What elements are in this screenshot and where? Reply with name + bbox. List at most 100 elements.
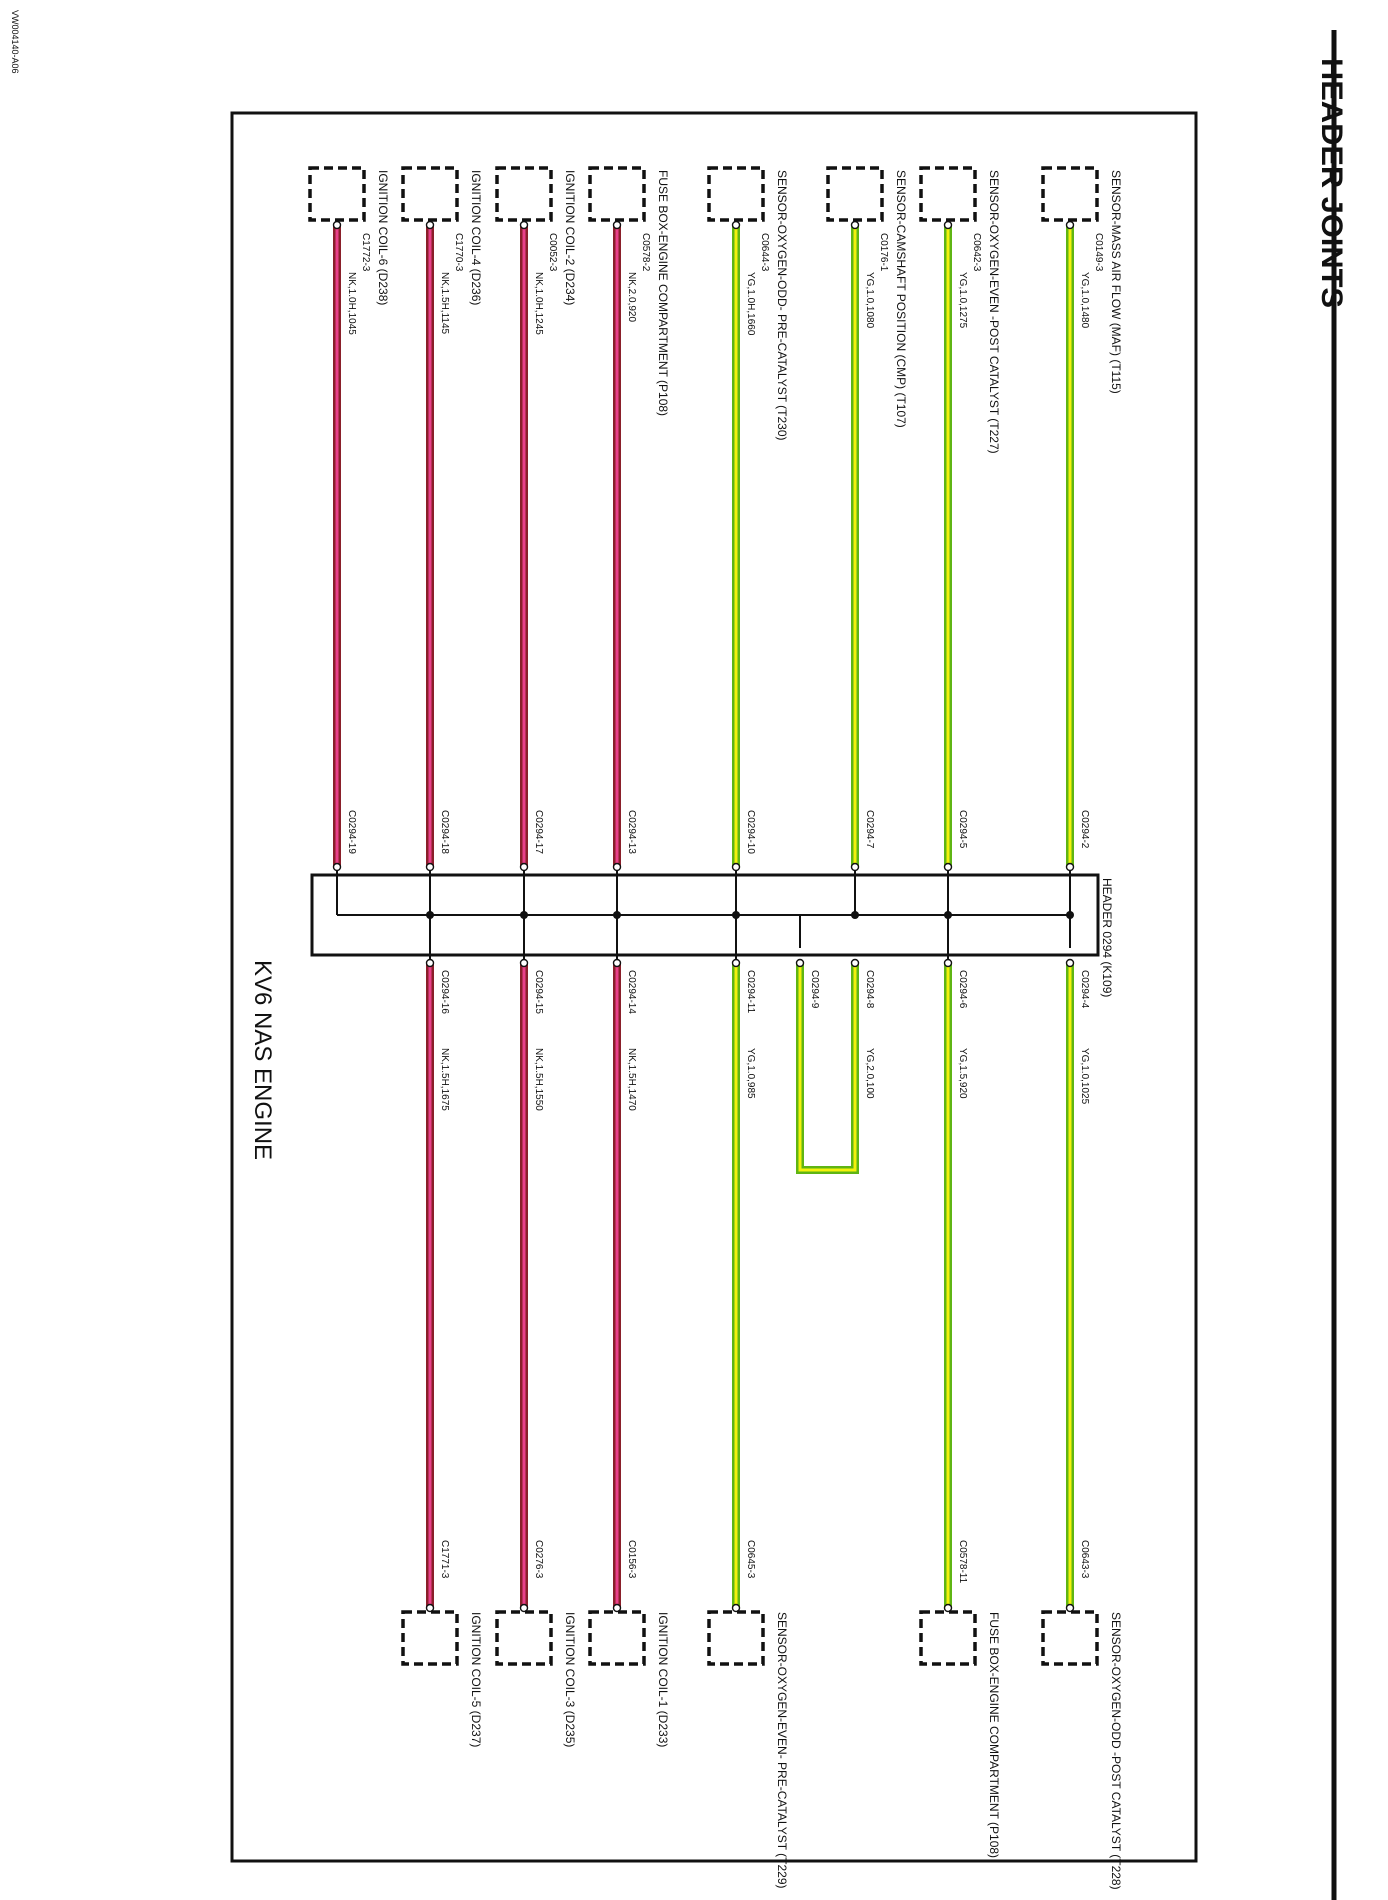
bottom-wire-spec-3-group: NK,1.5H,1470 (626, 1048, 637, 1111)
labels-layer: SENSOR-MASS AIR FLOW (MAF) (T115) C0149-3… (346, 170, 1123, 1890)
top-conn-pin-0 (1065, 220, 1075, 230)
top-connector-name-0-group: SENSOR-MASS AIR FLOW (MAF) (T115) (1109, 170, 1123, 394)
top-wire-spec-3: YG,1.0H,1660 (745, 272, 756, 336)
bottom-header-pin-label-1: C0294-6 (957, 970, 968, 1009)
top-header-pin-label-6-group: C0294-18 (439, 810, 450, 854)
loop-wire-spec-group: YG,2.0,100 (864, 1048, 875, 1099)
top-header-pin-label-5: C0294-17 (533, 810, 544, 854)
loop-pin-a-label-group: C0294-8 (864, 970, 875, 1009)
bottom-connector-name-5: IGNITION COIL-5 (D237) (469, 1612, 483, 1747)
top-header-pin-2 (850, 862, 860, 872)
top-connector-2 (826, 166, 884, 222)
bottom-header-pin-label-5-group: C0294-16 (439, 970, 450, 1014)
bottom-header-pin-0 (1065, 958, 1075, 968)
bottom-connector-name-2-group: SENSOR-OXYGEN-EVEN- PRE-CATALYST (T229) (775, 1612, 789, 1889)
bottom-conn-id-0: C0643-3 (1079, 1540, 1090, 1579)
bottom-wire-spec-5-group: NK,1.5H,1675 (439, 1048, 450, 1111)
top-conn-pin-1 (943, 220, 953, 230)
top-connector-name-3-group: SENSOR-OXYGEN-ODD- PRE-CATALYST (T230) (775, 170, 789, 441)
figure-id-group: VW004140-A06 (10, 10, 20, 74)
top-header-pin-label-4: C0294-13 (626, 810, 637, 854)
bottom-conn-pin-0 (1065, 1603, 1075, 1613)
top-conn-id-0: C0149-3 (1093, 233, 1104, 272)
top-header-pin-6 (425, 862, 435, 872)
top-conn-id-1: C0642-3 (971, 233, 982, 272)
bottom-wire-spec-1: YG,1.5,920 (957, 1048, 968, 1099)
bottom-conn-pin-2 (731, 1603, 741, 1613)
bottom-wire-spec-0: YG,1.0,1025 (1079, 1048, 1090, 1105)
bottom-wire-spec-5: NK,1.5H,1675 (439, 1048, 450, 1111)
top-connector-name-6: IGNITION COIL-4 (D236) (469, 170, 483, 305)
loop-pin-b-label-group: C0294-9 (809, 970, 820, 1009)
top-header-pin-7 (332, 862, 342, 872)
top-conn-id-3: C0644-3 (759, 233, 770, 272)
bottom-conn-id-0-group: C0643-3 (1079, 1540, 1090, 1579)
top-wire-spec-5-group: NK,1.0H,1245 (533, 272, 544, 335)
figure-id: VW004140-A06 (10, 10, 20, 74)
bottom-connector-name-4: IGNITION COIL-3 (D235) (563, 1612, 577, 1747)
loop-pin-b (795, 958, 805, 968)
top-conn-id-5: C0052-3 (547, 233, 558, 272)
top-wire-spec-1: YG,1.0,1275 (957, 272, 968, 329)
bottom-connector-0 (1041, 1610, 1099, 1666)
top-junction-0 (1066, 911, 1074, 919)
bottom-connector-name-3: IGNITION COIL-1 (D233) (656, 1612, 670, 1747)
top-header-pin-label-7: C0294-19 (346, 810, 357, 854)
top-conn-id-2: C0176-1 (878, 233, 889, 272)
bottom-connector-1 (919, 1610, 977, 1666)
bottom-header-pin-label-3-group: C0294-14 (626, 970, 637, 1014)
top-header-pin-label-0-group: C0294-2 (1079, 810, 1090, 849)
bottom-conn-id-1: C0578-11 (957, 1540, 968, 1584)
top-conn-id-3-group: C0644-3 (759, 233, 770, 272)
bottom-conn-pin-4 (519, 1603, 529, 1613)
bottom-conn-pin-3 (612, 1603, 622, 1613)
bottom-wire-spec-4: NK,1.5H,1550 (533, 1048, 544, 1111)
bottom-connector-name-3-group: IGNITION COIL-1 (D233) (656, 1612, 670, 1747)
bottom-wire-spec-2-group: YG,1.0,985 (745, 1048, 756, 1099)
top-header-pin-label-2-group: C0294-7 (864, 810, 875, 849)
top-header-pin-label-1-group: C0294-5 (957, 810, 968, 849)
top-wire-spec-7: NK,1.0H,1045 (346, 272, 357, 335)
bottom-connector-name-0: SENSOR-OXYGEN-ODD -POST CATALYST (T228) (1109, 1612, 1123, 1890)
top-header-pin-0 (1065, 862, 1075, 872)
bottom-header-pin-label-4: C0294-15 (533, 970, 544, 1014)
top-header-pin-label-1: C0294-5 (957, 810, 968, 849)
bottom-conn-id-5: C1771-3 (439, 1540, 450, 1579)
bottom-conn-id-3: C0156-3 (626, 1540, 637, 1579)
top-wire-spec-5: NK,1.0H,1245 (533, 272, 544, 335)
top-conn-pin-4 (612, 220, 622, 230)
top-connector-name-1: SENSOR-OXYGEN-EVEN -POST CATALYST (T227) (987, 170, 1001, 454)
top-connector-name-2-group: SENSOR-CAMSHAFT POSITION (CMP) (T107) (894, 170, 908, 428)
bottom-conn-id-4: C0276-3 (533, 1540, 544, 1579)
top-wire-spec-2-group: YG,1.0,1080 (864, 272, 875, 329)
top-header-pin-label-5-group: C0294-17 (533, 810, 544, 854)
bottom-conn-id-2-group: C0645-3 (745, 1540, 756, 1579)
bottom-header-pin-4 (519, 958, 529, 968)
bottom-conn-id-1-group: C0578-11 (957, 1540, 968, 1584)
top-header-pin-label-3-group: C0294-10 (745, 810, 756, 854)
top-junction-2 (851, 911, 859, 919)
top-conn-id-5-group: C0052-3 (547, 233, 558, 272)
bottom-conn-pin-1 (943, 1603, 953, 1613)
loop-wire-core (798, 963, 857, 1172)
top-connector-1 (919, 166, 977, 222)
bottom-connector-name-1-group: FUSE BOX-ENGINE COMPARTMENT (P108) (987, 1612, 1001, 1858)
bottom-wire-spec-4-group: NK,1.5H,1550 (533, 1048, 544, 1111)
bottom-connector-5 (401, 1610, 459, 1666)
loop-wire-spec: YG,2.0,100 (864, 1048, 875, 1099)
loop-pin-a-label: C0294-8 (864, 970, 875, 1009)
top-wire-spec-6: NK,1.5H,1145 (439, 272, 450, 335)
bottom-connector-name-1: FUSE BOX-ENGINE COMPARTMENT (P108) (987, 1612, 1001, 1858)
diagram-border (230, 111, 1198, 1863)
top-header-pin-label-7-group: C0294-19 (346, 810, 357, 854)
top-conn-pin-3 (731, 220, 741, 230)
loop-wire (796, 963, 859, 1174)
top-connector-0 (1041, 166, 1099, 222)
bottom-connector-name-5-group: IGNITION COIL-5 (D237) (469, 1612, 483, 1747)
bottom-wire-spec-0-group: YG,1.0,1025 (1079, 1048, 1090, 1105)
top-wire-spec-1-group: YG,1.0,1275 (957, 272, 968, 329)
bottom-header-pin-3 (612, 958, 622, 968)
top-conn-id-0-group: C0149-3 (1093, 233, 1104, 272)
top-header-pin-label-0: C0294-2 (1079, 810, 1090, 849)
bottom-header-pin-label-0: C0294-4 (1079, 970, 1090, 1009)
